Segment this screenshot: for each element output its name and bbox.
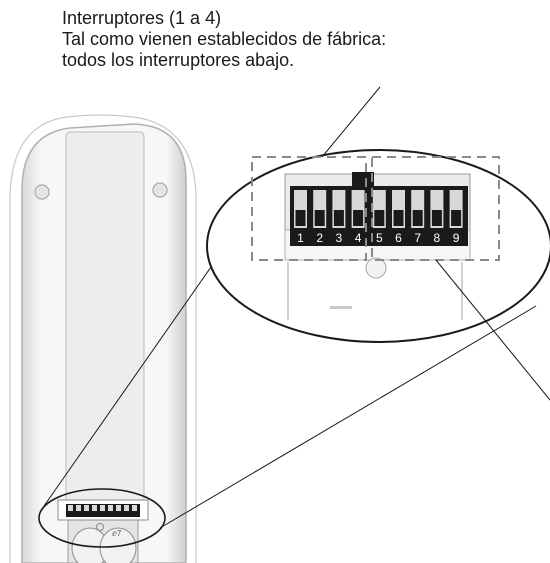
dip-switch-number-7: 7 xyxy=(414,231,421,245)
small-dip-switch-2 xyxy=(76,505,81,511)
dip-switch-lever-3 xyxy=(333,210,344,226)
dip-switch-lever-9 xyxy=(451,210,462,226)
small-dip-switch-7 xyxy=(116,505,121,511)
screw-left xyxy=(34,184,50,200)
group-5-9-leader-line xyxy=(435,259,550,401)
dip-switch-lever-2 xyxy=(314,210,325,226)
small-dip-switch-8 xyxy=(124,505,129,511)
dip-switch-number-5: 5 xyxy=(376,231,383,245)
big-highlight-ellipse xyxy=(206,149,550,343)
caption: Interruptores (1 a 4) Tal como vienen es… xyxy=(62,8,386,71)
dip-switch-number-2: 2 xyxy=(316,231,323,245)
small-dip-switch-6 xyxy=(108,505,113,511)
small-dip-switch-5 xyxy=(100,505,105,511)
caption-leader-line xyxy=(321,86,381,158)
switch-group-1-4-box xyxy=(251,156,367,261)
dip-switch-number-9: 9 xyxy=(453,231,460,245)
remote-body: ⅇ7 xyxy=(9,114,197,563)
dip-switch-lever-8 xyxy=(431,210,442,226)
small-dip-switch-9 xyxy=(132,505,137,511)
zoom-connector-right xyxy=(159,305,537,529)
small-highlight-ellipse xyxy=(38,488,166,548)
dip-switch-lever-6 xyxy=(393,210,404,226)
dip-switch-number-8: 8 xyxy=(434,231,441,245)
small-dip-switch-4 xyxy=(92,505,97,511)
screw-hole xyxy=(365,257,387,279)
dip-switch-lever-7 xyxy=(412,210,423,226)
screw-right xyxy=(152,182,168,198)
small-switch-block xyxy=(57,499,149,531)
small-dip-switch-3 xyxy=(84,505,89,511)
svg-text:ⅇ7: ⅇ7 xyxy=(112,529,122,538)
switch-group-5-9-box xyxy=(371,156,500,261)
dip-switch-number-3: 3 xyxy=(336,231,343,245)
dip-switch-number-6: 6 xyxy=(395,231,402,245)
small-dip-switch-1 xyxy=(68,505,73,511)
dip-switch-lever-4 xyxy=(353,210,364,226)
dip-switch-lever-1 xyxy=(295,210,306,226)
dip-switch-number-1: 1 xyxy=(297,231,304,245)
caption-line-3: todos los interruptores abajo. xyxy=(62,50,295,70)
dip-switch-number-4: 4 xyxy=(355,231,362,245)
caption-line-1: Interruptores (1 a 4) xyxy=(62,8,222,28)
caption-line-2: Tal como vienen establecidos de fábrica: xyxy=(62,29,387,49)
dip-switch-lever-5 xyxy=(374,210,385,226)
